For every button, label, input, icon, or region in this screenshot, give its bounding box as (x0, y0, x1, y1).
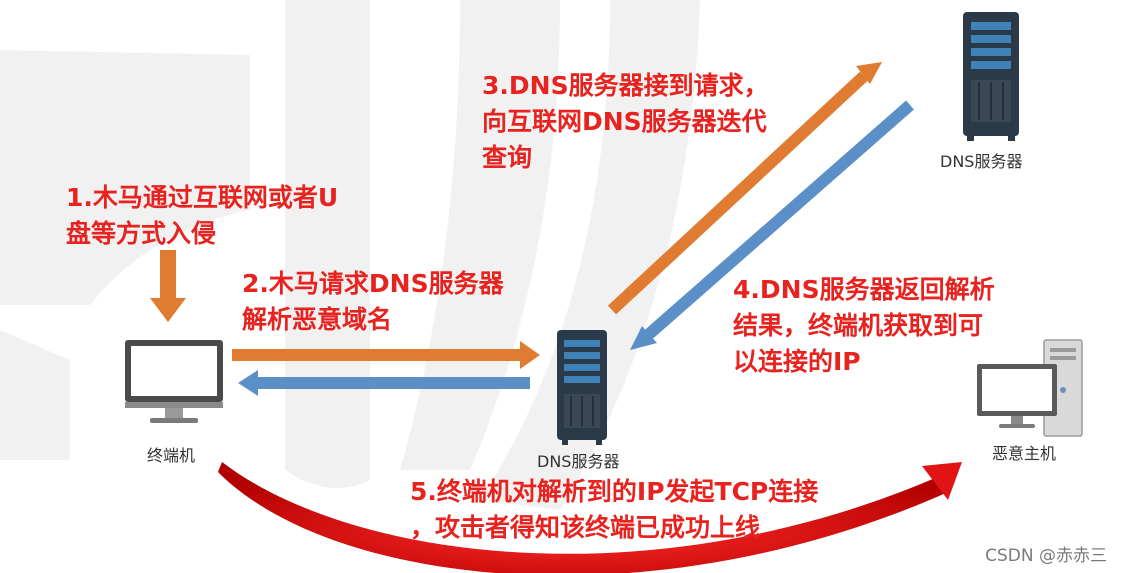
dns-response-arrow (238, 370, 530, 396)
step-3-label: 3.DNS服务器接到请求， 向互联网DNS服务器迭代 查询 (482, 68, 769, 176)
step-4-line-3: 以连接的IP (733, 347, 861, 376)
step-3-line-2: 向互联网DNS服务器迭代 (482, 107, 767, 136)
tcp-connection-arrow (218, 462, 962, 573)
terminal-caption: 终端机 (147, 446, 196, 465)
internet-dns-caption: DNS服务器 (940, 152, 1023, 171)
step-4-label: 4.DNS服务器返回解析 结果，终端机获取到可 以连接的IP (733, 272, 995, 380)
step-5-line-2: ，攻击者得知该终端已成功上线 (410, 513, 761, 542)
local-dns-caption: DNS服务器 (537, 452, 620, 471)
watermark: CSDN @赤赤三 (985, 546, 1107, 566)
step-5-label: 5.终端机对解析到的IP发起TCP连接 ，攻击者得知该终端已成功上线 (410, 474, 818, 546)
step-2-line-1: 2.木马请求DNS服务器 (242, 269, 504, 298)
malicious-host-caption: 恶意主机 (992, 444, 1057, 463)
step-4-line-1: 4.DNS服务器返回解析 (733, 275, 995, 304)
dns-request-arrow (232, 341, 540, 369)
step-2-line-2: 解析恶意域名 (242, 305, 393, 334)
malicious-host-icon (977, 339, 1083, 437)
step-5-line-1: 5.终端机对解析到的IP发起TCP连接 (410, 477, 819, 506)
step-1-line-1: 1.木马通过互联网或者U (66, 183, 339, 212)
resolution-result-arrow (630, 100, 914, 350)
local-dns-server-icon (557, 330, 607, 445)
internet-dns-server-icon (963, 12, 1019, 141)
step-3-line-3: 查询 (482, 143, 533, 172)
step-1-label: 1.木马通过互联网或者U 盘等方式入侵 (66, 180, 338, 252)
step-3-line-1: 3.DNS服务器接到请求， (482, 71, 769, 100)
step-2-label: 2.木马请求DNS服务器 解析恶意域名 (242, 266, 504, 338)
intrusion-arrow (150, 250, 186, 322)
step-4-line-2: 结果，终端机获取到可 (733, 311, 984, 340)
terminal-computer-icon (125, 340, 223, 423)
step-1-line-2: 盘等方式入侵 (66, 219, 217, 248)
recursive-query-arrow (607, 62, 882, 315)
